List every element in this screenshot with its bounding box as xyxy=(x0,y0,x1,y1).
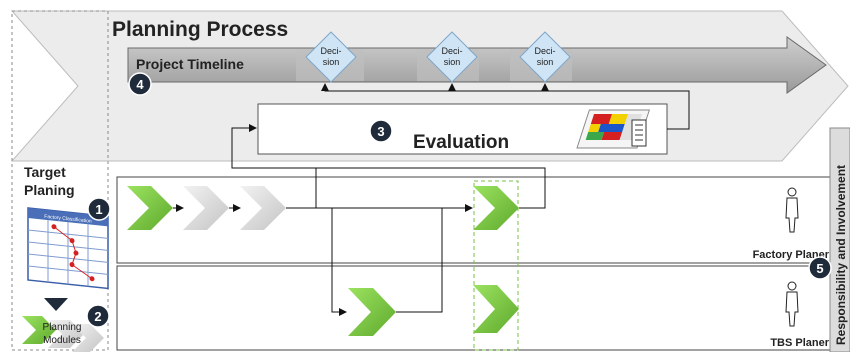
tbs-planer-person-icon xyxy=(785,281,799,327)
timeline-label: Project Timeline xyxy=(136,56,244,72)
evaluation-document-icon xyxy=(631,119,647,147)
factory-classification-chart-icon: Factory Classification xyxy=(27,207,109,290)
step-badge-2: 2 xyxy=(86,304,110,328)
flow-connector xyxy=(396,208,443,313)
decision-label: Deci- xyxy=(441,46,462,56)
svg-text:Factory Classification: Factory Classification xyxy=(44,214,92,225)
svg-text:2: 2 xyxy=(94,309,101,324)
decision-label: sion xyxy=(537,57,554,67)
target-planning-label: Target xyxy=(24,164,66,180)
responsibility-sidebar xyxy=(829,127,850,352)
target-planning-column xyxy=(11,10,109,351)
decision-label: Deci- xyxy=(320,46,341,56)
evaluation-label: Evaluation xyxy=(413,132,509,153)
diagram-title: Planning Process xyxy=(112,18,288,41)
module-chevron-green[interactable] xyxy=(127,186,173,230)
planning-modules-icon xyxy=(22,316,104,352)
down-arrow-icon xyxy=(44,298,68,311)
evaluation-chart-icon xyxy=(576,109,651,149)
decision-diamond-3[interactable]: Deci- sion xyxy=(519,31,571,83)
svg-text:3: 3 xyxy=(377,124,384,139)
decision-diamond-1[interactable]: Deci- sion xyxy=(305,31,357,83)
flow-connector xyxy=(331,208,347,316)
planning-modules-label: Planning xyxy=(43,322,82,333)
factory-planer-person-icon xyxy=(785,187,799,233)
module-chevron-green[interactable] xyxy=(473,186,519,230)
lane-role-label: Factory Planer xyxy=(753,249,830,261)
flow-connector xyxy=(316,167,546,209)
planning-modules-label: Modules xyxy=(43,335,81,346)
decision-highlight-column xyxy=(473,180,519,351)
svg-text:1: 1 xyxy=(95,202,102,217)
module-chevron-green[interactable] xyxy=(473,285,519,333)
module-chevron-grey[interactable] xyxy=(183,186,229,230)
step-badge-3: 3 xyxy=(369,119,393,143)
responsibility-label: Responsibility and Involvement xyxy=(834,165,848,345)
decision-diamond-2[interactable]: Deci- sion xyxy=(426,31,478,83)
decision-label: sion xyxy=(444,57,461,67)
step-badge-5: 5 xyxy=(808,256,832,280)
target-planning-label: Planing xyxy=(24,182,75,198)
step-badge-4: 4 xyxy=(128,72,152,96)
svg-text:5: 5 xyxy=(816,261,823,276)
lane-tbs-planer xyxy=(116,265,833,351)
step-badge-1: 1 xyxy=(87,197,111,221)
module-chevron-green[interactable] xyxy=(348,288,396,336)
flow-connector xyxy=(231,124,317,208)
lane-role-label: TBS Planer xyxy=(770,337,829,349)
feedback-connector xyxy=(321,83,690,130)
module-chevron-grey[interactable] xyxy=(240,186,286,230)
decision-label: sion xyxy=(323,57,340,67)
svg-text:4: 4 xyxy=(136,77,144,92)
decision-label: Deci- xyxy=(534,46,555,56)
